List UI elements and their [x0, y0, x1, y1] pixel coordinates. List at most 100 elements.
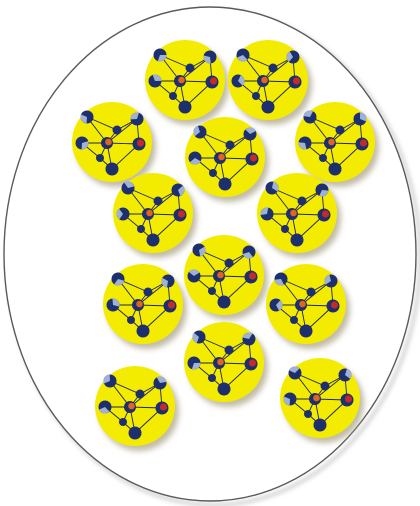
circle-node-icon: [289, 76, 302, 89]
circle-node-icon: [319, 154, 327, 162]
pie-node-icon: [117, 208, 130, 221]
pie-node-icon: [270, 299, 283, 312]
circle-node-icon: [208, 287, 216, 295]
circle-node-icon: [327, 300, 340, 313]
pie-node-icon: [243, 246, 256, 259]
circle-node-icon: [324, 137, 336, 149]
pie-node-icon: [192, 331, 205, 344]
circle-node-icon: [113, 126, 122, 135]
pie-node-icon: [260, 208, 273, 221]
circle-node-icon: [136, 390, 145, 399]
circle-node-icon: [154, 197, 163, 206]
circle-node-icon: [186, 64, 195, 73]
pie-node-icon: [316, 184, 329, 197]
pie-node-icon: [81, 111, 94, 124]
pie-node-icon: [286, 51, 299, 64]
pie-node-icon: [161, 275, 174, 288]
circle-node-icon: [144, 288, 153, 297]
circle-node-icon: [286, 208, 298, 220]
circle-node-icon: [304, 410, 312, 418]
circle-node-icon: [291, 234, 304, 247]
circle-node-icon: [214, 152, 226, 164]
circle-node-icon: [219, 178, 232, 191]
pie-node-icon: [188, 357, 201, 370]
circle-node-icon: [314, 419, 327, 432]
circle-node-icon: [225, 346, 234, 355]
pie-node-icon: [154, 376, 167, 389]
circle-node-icon: [179, 101, 192, 114]
circle-node-icon: [252, 92, 260, 100]
pie-node-icon: [204, 51, 217, 64]
circle-node-icon: [127, 316, 135, 324]
circle-node-icon: [290, 316, 298, 324]
pie-node-icon: [189, 152, 202, 165]
circle-node-icon: [218, 383, 231, 396]
pie-node-icon: [193, 126, 206, 139]
pie-node-icon: [304, 110, 317, 123]
circle-node-icon: [336, 126, 345, 135]
circle-node-icon: [226, 141, 235, 150]
circle-node-icon: [295, 299, 307, 311]
circle-node-icon: [298, 197, 307, 206]
circle-node-icon: [137, 325, 150, 338]
pie-node-icon: [232, 75, 245, 88]
pie-node-icon: [131, 112, 144, 125]
circle-node-icon: [119, 418, 127, 426]
pie-node-icon: [354, 113, 367, 126]
circle-node-icon: [124, 401, 136, 413]
circle-node-icon: [101, 137, 113, 149]
circle-node-icon: [213, 357, 225, 369]
pie-node-icon: [104, 375, 117, 388]
circle-node-icon: [169, 92, 177, 100]
pie-node-icon: [193, 244, 206, 257]
circle-node-icon: [132, 299, 144, 311]
pie-node-icon: [266, 182, 279, 195]
circle-node-icon: [137, 225, 145, 233]
circle-node-icon: [133, 138, 146, 151]
pie-node-icon: [289, 366, 302, 379]
pie-node-icon: [275, 273, 288, 286]
circle-node-icon: [245, 358, 258, 371]
pie-node-icon: [107, 298, 120, 311]
circle-node-icon: [356, 138, 369, 151]
pie-node-icon: [339, 369, 352, 382]
circle-node-icon: [281, 225, 289, 233]
circle-node-icon: [309, 393, 321, 405]
circle-node-icon: [245, 271, 258, 284]
circle-node-icon: [218, 296, 231, 309]
pie-node-icon: [243, 333, 256, 346]
pie-node-icon: [149, 74, 162, 87]
circle-node-icon: [269, 64, 278, 73]
pie-node-icon: [299, 137, 312, 150]
circle-node-icon: [246, 153, 259, 166]
pie-node-icon: [122, 182, 135, 195]
circle-node-icon: [213, 270, 225, 282]
pie-node-icon: [237, 49, 250, 62]
circle-node-icon: [106, 163, 119, 176]
pie-node-icon: [172, 184, 185, 197]
circle-node-icon: [225, 259, 234, 268]
pie-node-icon: [244, 127, 257, 140]
pie-node-icon: [325, 275, 338, 288]
pie-node-icon: [154, 49, 167, 62]
circle-node-icon: [262, 101, 275, 114]
circle-node-icon: [307, 288, 316, 297]
circle-node-icon: [96, 154, 104, 162]
circle-node-icon: [147, 234, 160, 247]
circle-node-icon: [300, 325, 313, 338]
circle-node-icon: [142, 208, 154, 220]
circle-node-icon: [174, 75, 186, 87]
circle-node-icon: [321, 382, 330, 391]
circle-node-icon: [329, 163, 342, 176]
pie-node-icon: [112, 273, 125, 286]
circle-node-icon: [129, 427, 142, 440]
circle-node-icon: [341, 394, 354, 407]
circle-node-icon: [209, 169, 217, 177]
circle-node-icon: [174, 209, 187, 222]
circle-node-icon: [206, 76, 219, 89]
pie-node-icon: [188, 270, 201, 283]
circle-node-icon: [156, 402, 169, 415]
pie-node-icon: [284, 393, 297, 406]
circle-node-icon: [208, 374, 216, 382]
